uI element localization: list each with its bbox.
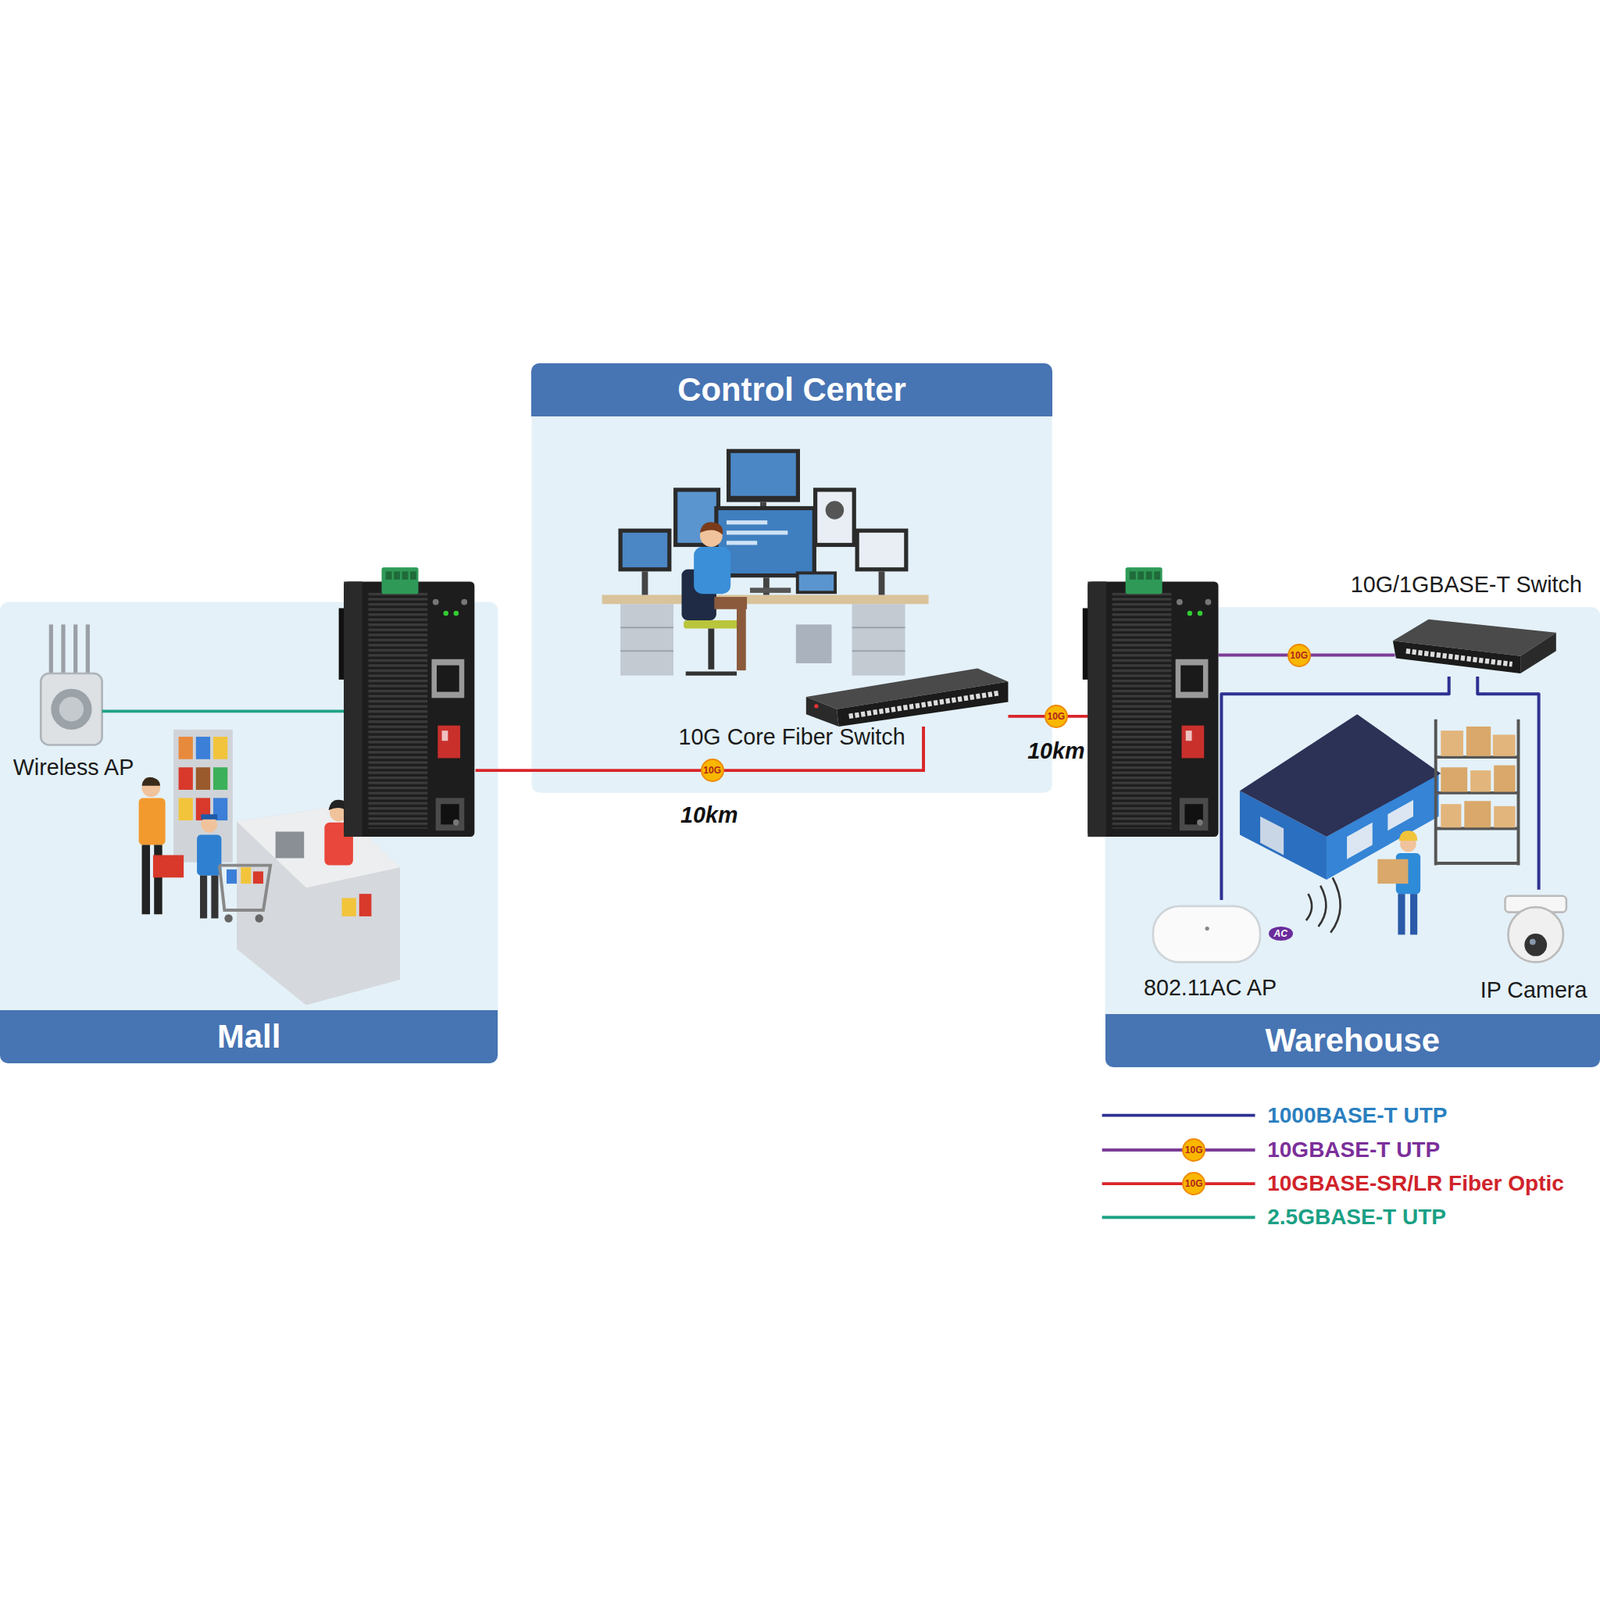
site-panel: Warehouse10G/1GBASE-T Switch802.11AC API…: [1105, 607, 1600, 1068]
utp-link: [1477, 676, 1539, 890]
device-label: 10G Core Fiber Switch: [678, 723, 905, 750]
distance-label: 10km: [680, 801, 738, 829]
site-heading: Mall: [0, 1010, 498, 1064]
site-heading: Warehouse: [1105, 1014, 1600, 1068]
device-node: 802.11AC AP: [1140, 900, 1280, 1005]
site-heading: Control Center: [531, 363, 1052, 417]
speed-badge: 10G: [1044, 704, 1068, 729]
site-panel: Mall Wireless AP: [0, 602, 498, 1064]
device-node: Wireless AP: [10, 621, 138, 784]
site-panel: Control Center 10G Core Fiber Switch: [531, 363, 1052, 793]
speed-badge: 10G: [1182, 1138, 1206, 1162]
device-label: Wireless AP: [13, 753, 135, 781]
device-node: 10G/1GBASE-T Switch: [1347, 567, 1586, 677]
device-label: 802.11AC AP: [1143, 974, 1277, 1001]
legend-text: 1000BASE-T UTP: [1267, 1102, 1447, 1129]
distance-label: 10km: [1027, 737, 1085, 765]
speed-badge: 10G: [700, 758, 725, 783]
legend-text: 10GBASE-T UTP: [1267, 1136, 1440, 1164]
device-node: IP Camera: [1477, 889, 1591, 1007]
device-node: 10G Core Fiber Switch: [675, 664, 1011, 754]
wifi-badge: AC: [1268, 926, 1293, 941]
legend-text: 10GBASE-SR/LR Fiber Optic: [1267, 1170, 1565, 1197]
speed-badge: 10G: [1182, 1171, 1206, 1196]
device-label: IP Camera: [1480, 976, 1588, 1004]
device-label: 10G/1GBASE-T Switch: [1350, 571, 1583, 598]
speed-badge: 10G: [1287, 643, 1311, 668]
utp-link: [1221, 676, 1449, 900]
legend-text: 2.5GBASE-T UTP: [1267, 1203, 1447, 1231]
